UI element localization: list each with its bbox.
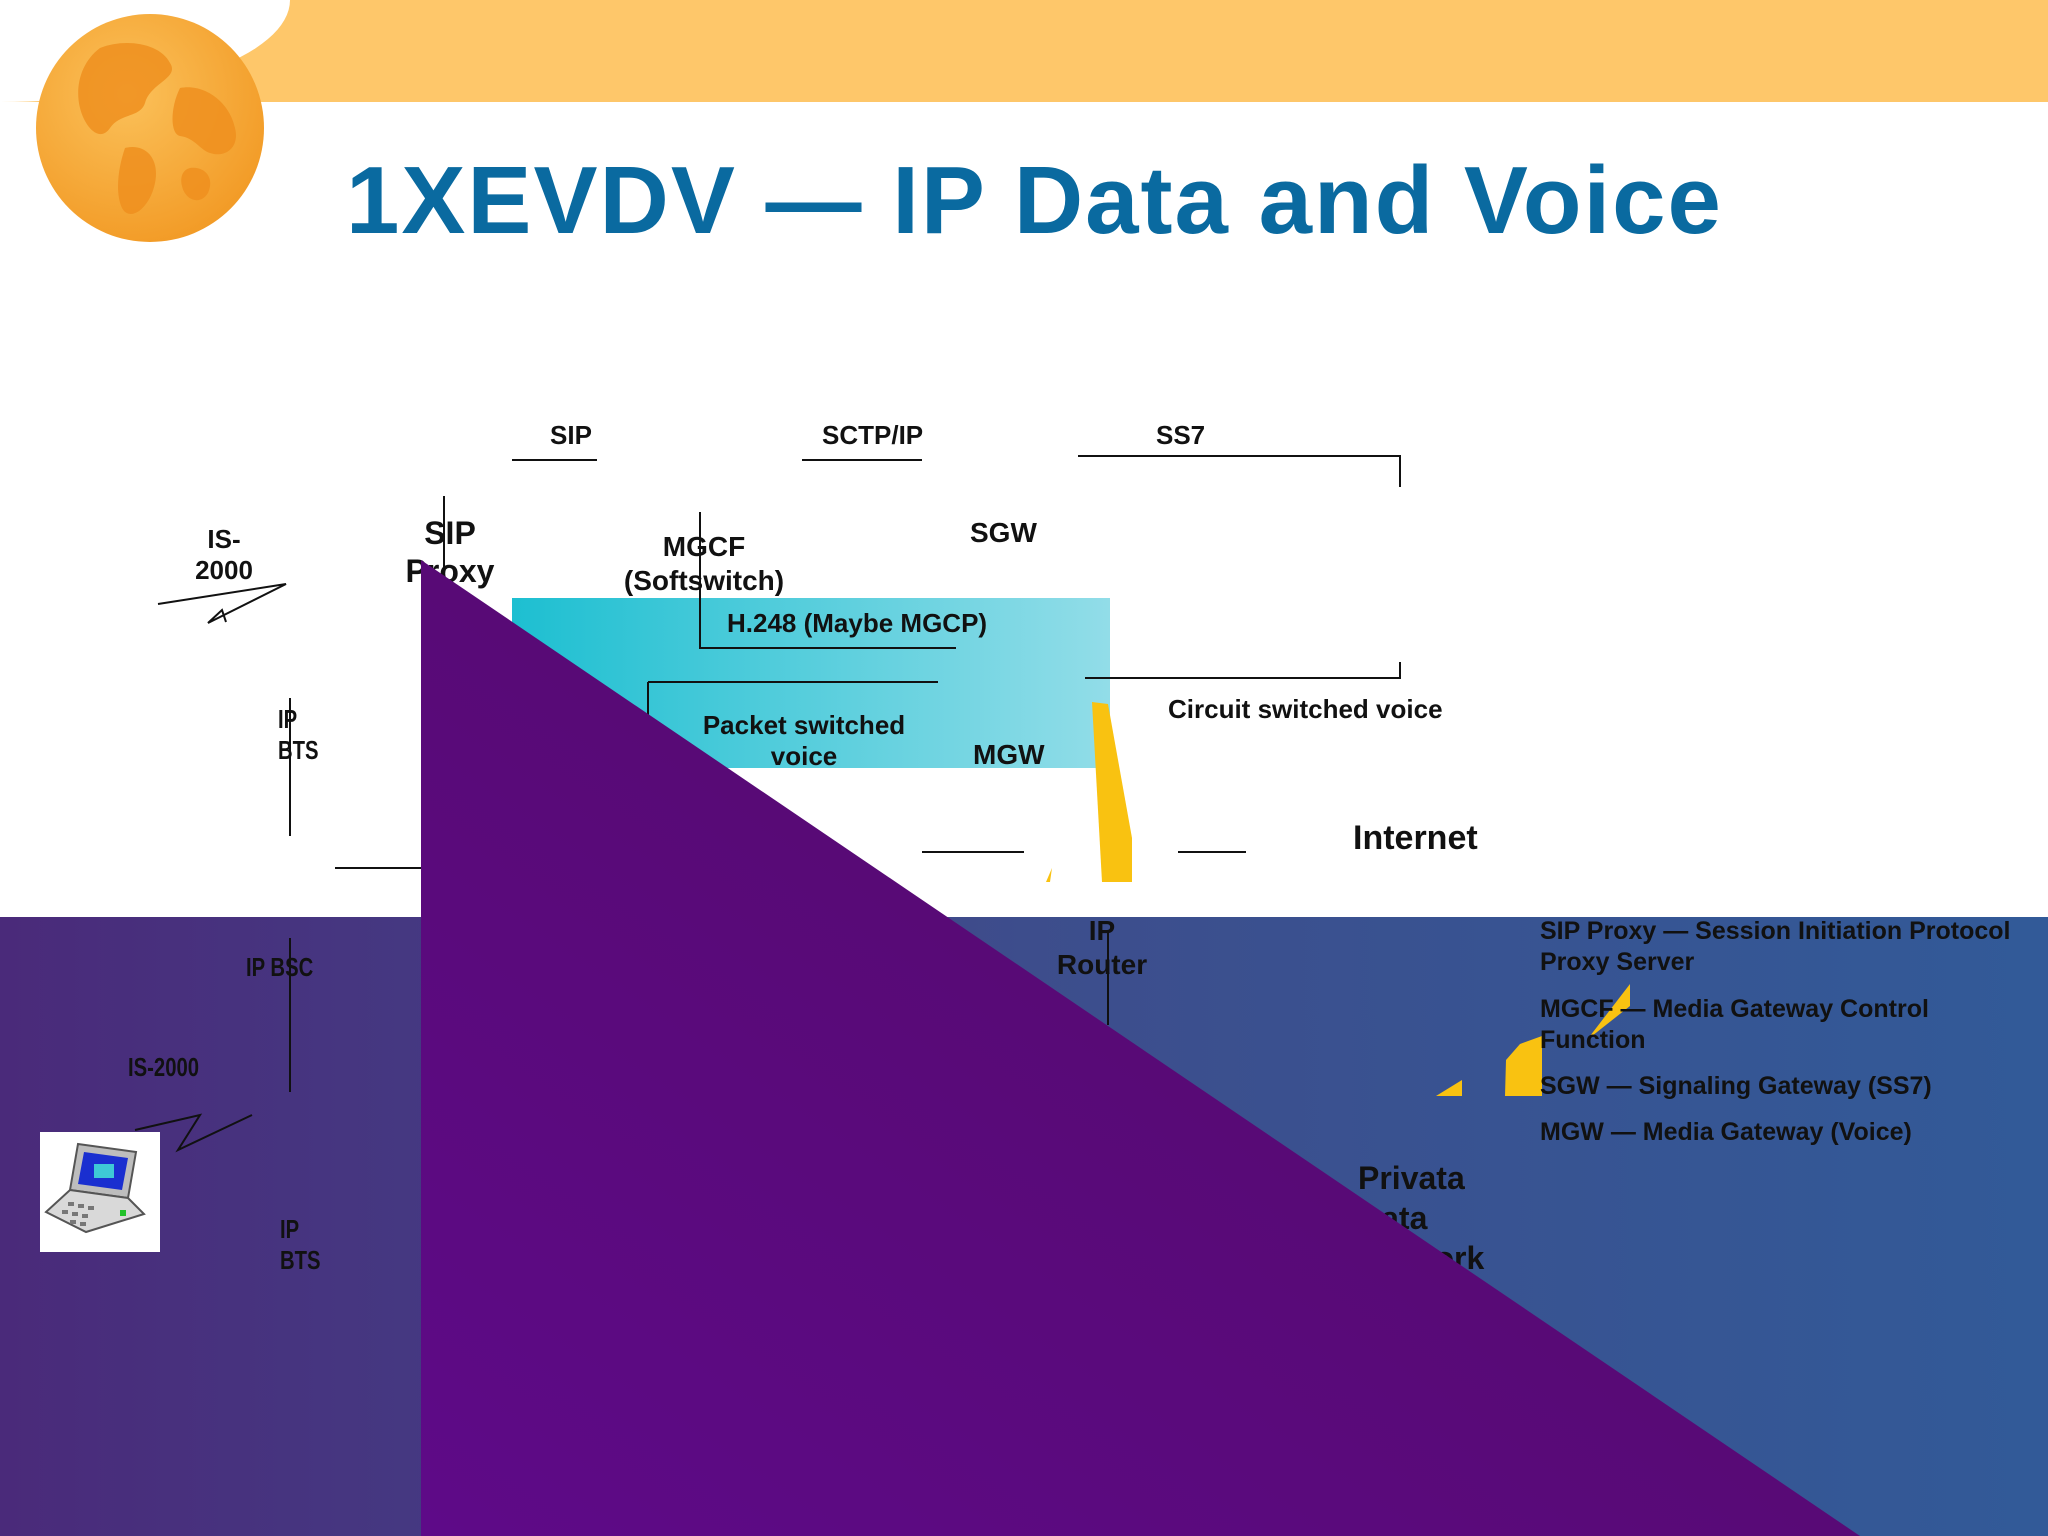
label-internet: Internet [1353,819,1478,857]
lightning-icon [157,583,287,624]
label-h248: H.248 (Maybe MGCP) [727,608,988,638]
glossary-item: MGW — Media Gateway (Voice) [1540,1118,1912,1147]
glossary-item: SIP Proxy — Session Initiation Protocol … [1540,917,2011,977]
label-is2000-top: IS- 2000 [195,524,253,586]
label-sip: SIP [550,420,592,450]
top-banner [0,0,2048,102]
laptop-icon [40,1132,160,1252]
page-title: 1XEVDV — IP Data and Voice [346,147,1723,254]
glossary-item: MGCF — Media Gateway Control Function [1540,994,1929,1054]
globe-icon [36,14,264,242]
ss7-line [1078,455,1401,487]
label-ip-bts-bottom: IP BTS [280,1214,321,1276]
lightning-icon-bottom [134,1113,253,1153]
label-mgcf: MGCF (Softswitch) [623,531,785,596]
label-ip-bts-top: IP BTS [278,704,319,766]
mgcf-line [699,512,956,649]
label-sgw: SGW [970,517,1037,548]
yellow-accent [1505,1036,1542,1096]
label-circuit-voice: Circuit switched voice [1168,694,1443,724]
label-ss7: SS7 [1156,420,1206,450]
yellow-accent [1092,702,1132,882]
label-sctp-ip: SCTP/IP [822,420,924,450]
yellow-accent [1590,984,1630,1036]
label-mgw: MGW [973,739,1045,770]
label-is2000-bottom: IS-2000 [128,1052,200,1082]
glossary-item: SGW — Signaling Gateway (SS7) [1540,1072,1932,1100]
label-packet-voice: Packet switched voice [702,710,906,772]
yellow-accent [1046,868,1052,882]
yellow-accent [1436,1080,1462,1096]
glossary: SIP Proxy — Session Initiation Protocol … [1540,916,2040,1164]
label-ip-router: IP Router [1056,915,1148,980]
circuit-line [1085,662,1401,679]
label-ip-bsc: IP BSC [246,952,314,982]
